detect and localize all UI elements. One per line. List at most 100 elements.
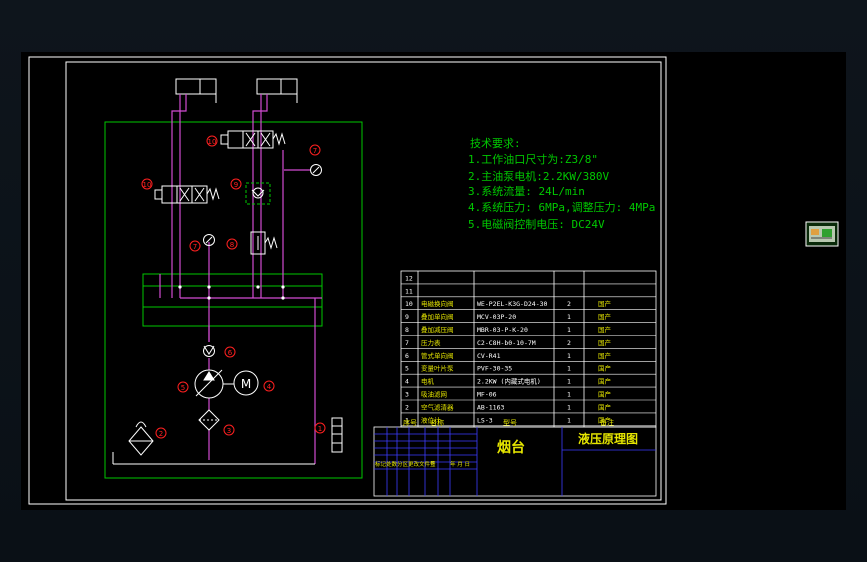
- reducing-valve-8: [250, 231, 278, 255]
- bom-cell-qty: 1: [567, 352, 571, 360]
- air-breather-2: [128, 421, 154, 456]
- pressure-gauge-lower: [203, 234, 215, 246]
- svg-text:8: 8: [230, 241, 234, 249]
- callout-7-upper: 7: [309, 144, 321, 156]
- bom-cell-qty: 1: [567, 403, 571, 411]
- project-name: 烟台: [497, 439, 525, 456]
- check-valve-9: [245, 182, 271, 205]
- title-block: 标记处数分区更改文件号 签 年 月 日 烟台 液压原理图: [373, 426, 657, 497]
- drawing-title: 液压原理图: [578, 431, 638, 446]
- callout-10-lower: 10: [141, 178, 153, 190]
- bom-header-no: 序号: [403, 418, 417, 427]
- motor-4: M: [233, 370, 259, 396]
- thumbnail-preview[interactable]: [805, 221, 839, 247]
- svg-text:7: 7: [313, 147, 317, 155]
- motor-letter: M: [241, 377, 251, 391]
- bom-cell-qty: 1: [567, 391, 571, 399]
- callout-8: 8: [226, 238, 238, 250]
- svg-text:2: 2: [159, 430, 163, 438]
- bom-cell-model: CV-R41: [477, 352, 501, 360]
- callout-markers: 10 10 7 9 7 8 6 5 4 2 3 1: [141, 135, 326, 439]
- manifold-block: [142, 273, 323, 327]
- svg-text:5: 5: [181, 384, 185, 392]
- bom-cell-no: 6: [405, 352, 409, 360]
- bom-cell-name: 空气滤清器: [421, 402, 454, 411]
- bom-cell-model: AB-1163: [477, 403, 504, 411]
- pressure-gauge-upper: [310, 164, 322, 176]
- tech-line-4: 4.系统压力: 6MPa,调整压力: 4MPa: [468, 200, 655, 214]
- bom-cell-no: 10: [405, 300, 413, 308]
- tech-line-5: 5.电磁阀控制电压: DC24V: [468, 217, 605, 231]
- bom-cell-note: 国产: [598, 415, 612, 424]
- bom-cell-no: 7: [405, 339, 409, 347]
- svg-text:10: 10: [143, 181, 152, 189]
- bom-cell-no: 1: [405, 416, 409, 424]
- callout-5: 5: [177, 381, 189, 393]
- title-small-left: 标记处数分区更改文件号: [375, 460, 436, 468]
- bom-cell-note: 国产: [598, 325, 612, 334]
- bom-cell-note: 国产: [598, 312, 612, 321]
- bom-cell-qty: 2: [567, 339, 571, 347]
- bom-cell-qty: 1: [567, 365, 571, 373]
- bom-cell-note: 国产: [598, 338, 612, 347]
- cylinder-right: [256, 78, 298, 103]
- callout-2: 2: [155, 427, 167, 439]
- bom-cell-name: 电机: [421, 377, 435, 386]
- svg-text:3: 3: [227, 427, 231, 435]
- bom-cell-name: 液位计: [421, 415, 441, 424]
- svg-text:6: 6: [228, 349, 233, 357]
- callout-6: 6: [224, 346, 236, 358]
- bom-cell-no: 8: [405, 326, 409, 334]
- bom-cell-note: 国产: [598, 364, 612, 373]
- solenoid-valve-lower: [154, 185, 220, 204]
- bom-header: 序号 名称 型号 备注: [403, 418, 614, 427]
- bom-cell-note: 国产: [598, 299, 612, 308]
- bom-cell-no: 5: [405, 365, 409, 373]
- inner-frame: [65, 61, 662, 501]
- bom-header-model: 型号: [503, 418, 517, 427]
- tank-outline: [104, 121, 363, 479]
- title-small-right: 年 月 日: [450, 460, 470, 468]
- callout-7-lower: 7: [189, 240, 201, 252]
- pipelines: [159, 94, 322, 464]
- bom-cell-name: 管式单向阀: [421, 351, 454, 360]
- bom-cell-name: 电磁换向阀: [421, 299, 454, 308]
- tech-title: 技术要求:: [470, 137, 521, 150]
- bom-cell-qty: 1: [567, 378, 571, 386]
- svg-text:1: 1: [318, 425, 322, 433]
- bom-header-note: 备注: [600, 418, 614, 427]
- bom-cell-no: 2: [405, 403, 409, 411]
- level-gauge-1: [331, 417, 343, 453]
- bom-row-lines: [401, 283, 656, 427]
- bom-cell-model: LS-3: [477, 416, 493, 424]
- bom-cell-no: 11: [405, 287, 413, 295]
- bom-cell-qty: 2: [567, 300, 571, 308]
- callout-10-upper: 10: [206, 135, 218, 147]
- suction-filter-3: [198, 409, 220, 431]
- svg-text:4: 4: [267, 383, 272, 391]
- bom-cell-model: MBR-03-P-K-20: [477, 326, 528, 334]
- bom-cell-qty: 1: [567, 326, 571, 334]
- tech-requirements: 技术要求: 1.工作油口尺寸为:Z3/8" 2.主油泵电机:2.2KW/380V…: [468, 137, 655, 231]
- bom-cell-model: C2-C8H-b0-10-7M: [477, 339, 536, 347]
- title-small-mid: 签: [430, 460, 436, 468]
- bom-cell-name: 吸油滤网: [421, 390, 447, 399]
- bom-cell-note: 国产: [598, 377, 612, 386]
- svg-text:7: 7: [193, 243, 197, 251]
- junction-dots: [178, 285, 285, 300]
- outer-frame: [28, 56, 667, 505]
- callout-3: 3: [223, 424, 235, 436]
- bom-cell-model: WE-P2EL-K3G-D24-30: [477, 300, 548, 308]
- tech-line-3: 3.系统流量: 24L/min: [468, 184, 585, 198]
- bom-cell-note: 国产: [598, 390, 612, 399]
- bom-cell-qty: 1: [567, 416, 571, 424]
- tech-line-2: 2.主油泵电机:2.2KW/380V: [468, 169, 609, 183]
- bom-header-name: 名称: [430, 418, 444, 427]
- callout-1: 1: [314, 422, 326, 434]
- callout-9: 9: [230, 178, 242, 190]
- bom-cell-name: 压力表: [421, 338, 441, 347]
- bom-cell-model: 2.2KW (内藏式电机): [477, 377, 541, 386]
- svg-text:9: 9: [234, 181, 238, 189]
